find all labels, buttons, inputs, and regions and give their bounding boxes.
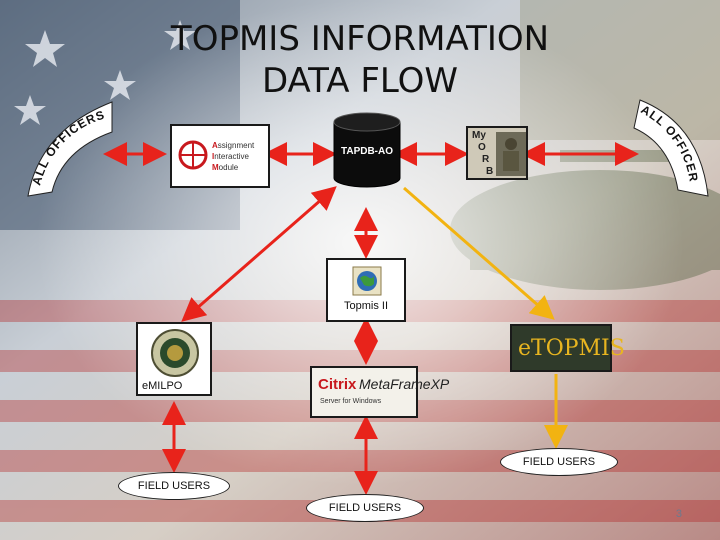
arrow-tapdb-etopmis [403, 186, 555, 320]
emilpo-node: eMILPO [136, 322, 212, 396]
field-users-center: FIELD USERS [306, 494, 424, 522]
myorb-r: R [482, 154, 490, 165]
page-number: 3 [675, 508, 682, 520]
tapdb-label: TAPDB-AO [340, 146, 394, 157]
title-line-2: DATA FLOW [261, 61, 459, 101]
aim-word-module: odule [218, 163, 239, 172]
citrix-sub: Server for Windows [320, 398, 382, 405]
aim-module-node: Assignment Interactive Module [170, 124, 270, 188]
emilpo-seal-icon [151, 329, 199, 377]
aim-word-interactive: nteractive [214, 152, 249, 161]
citrix-node: Citrix MetaFrameXP Server for Windows [310, 366, 449, 418]
field-users-left: FIELD USERS [118, 472, 230, 500]
aim-word-assignment: ssignment [217, 141, 255, 150]
soldier-photo-icon [496, 132, 526, 176]
myorb-o: O [478, 142, 486, 153]
aim-initial-m: M [212, 163, 219, 172]
field-users-right: FIELD USERS [500, 448, 618, 476]
aim-initial-i: I [212, 152, 215, 161]
aim-crosshair-icon [178, 140, 208, 170]
aim-text: Assignment Interactive Module [212, 140, 254, 173]
slide-title: TOPMIS INFORMATION DATA FLOW [130, 18, 590, 102]
myorb-node: My O R B [466, 126, 528, 180]
arrow-tapdb-emilpo [181, 186, 337, 322]
citrix-brand: Citrix [318, 376, 357, 393]
tapdb-database-cylinder [333, 112, 401, 188]
myorb-my: My [472, 130, 486, 141]
topmis2-label: Topmis II [343, 300, 388, 312]
globe-icon [352, 266, 382, 296]
etopmis-label: eTOPMIS [518, 336, 625, 361]
etopmis-node: eTOPMIS [510, 324, 625, 372]
emilpo-label: eMILPO [142, 380, 183, 392]
myorb-b: B [486, 166, 494, 177]
title-line-1: TOPMIS INFORMATION [170, 19, 550, 59]
aim-initial-a: A [212, 141, 218, 150]
citrix-product: MetaFrameXP [359, 376, 450, 392]
topmis2-node: Topmis II [326, 258, 406, 322]
